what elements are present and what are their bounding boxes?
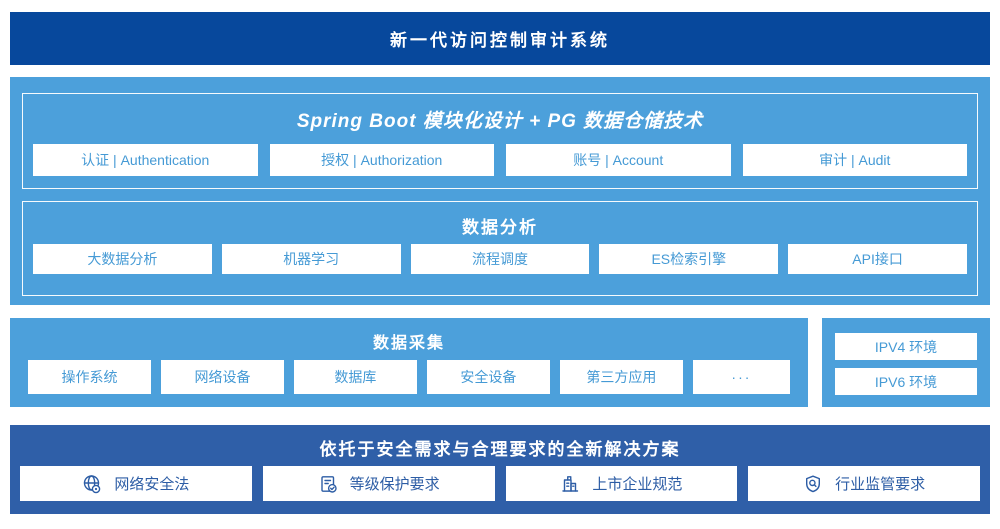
solution-box-cybersecurity-law: 网络安全法 [20, 466, 252, 501]
collection-box-security-device: 安全设备 [426, 360, 550, 394]
data-collection-section: 数据采集 操作系统 网络设备 数据库 安全设备 第三方应用 ··· [10, 318, 808, 407]
solution-title: 依托于安全需求与合理要求的全新解决方案 [319, 440, 681, 459]
springboot-group-title: Spring Boot 模块化设计 + PG 数据仓储技术 [296, 111, 704, 132]
solution-label: 上市企业规范 [592, 476, 683, 493]
springboot-group: Spring Boot 模块化设计 + PG 数据仓储技术 认证 | Authe… [22, 93, 978, 189]
module-box-authentication: 认证 | Authentication [33, 144, 258, 176]
module-box-authorization: 授权 | Authorization [269, 144, 494, 176]
solution-label: 行业监管要求 [835, 476, 926, 493]
data-analysis-group: 数据分析 大数据分析 机器学习 流程调度 ES检索引擎 API接口 [22, 201, 978, 296]
document-check-icon [318, 474, 338, 494]
collection-row: 操作系统 网络设备 数据库 安全设备 第三方应用 ··· [28, 360, 790, 394]
solution-section: 依托于安全需求与合理要求的全新解决方案 网络安全法 [10, 425, 990, 514]
analysis-box-bigdata: 大数据分析 [33, 244, 212, 274]
module-row: 认证 | Authentication 授权 | Authorization 账… [33, 144, 967, 176]
solution-box-listed-company: 上市企业规范 [505, 466, 738, 501]
banner: 新一代访问控制审计系统 [10, 12, 990, 65]
globe-location-icon [82, 474, 102, 494]
collection-box-database: 数据库 [293, 360, 417, 394]
solution-row: 网络安全法 等级保护要求 [20, 466, 980, 501]
solution-label: 网络安全法 [114, 476, 190, 493]
analysis-row: 大数据分析 机器学习 流程调度 ES检索引擎 API接口 [33, 244, 967, 274]
shield-search-icon [803, 474, 823, 494]
ipv6-env-box: IPV6 环境 [835, 368, 977, 395]
solution-box-classified-protection: 等级保护要求 [262, 466, 495, 501]
analysis-box-es: ES检索引擎 [599, 244, 779, 274]
collection-box-thirdparty-app: 第三方应用 [559, 360, 683, 394]
analysis-box-api: API接口 [788, 244, 967, 274]
ipv4-env-box: IPV4 环境 [835, 333, 977, 360]
data-analysis-title: 数据分析 [462, 218, 538, 237]
collection-box-network-device: 网络设备 [160, 360, 284, 394]
analysis-box-workflow: 流程调度 [410, 244, 590, 274]
platform-section: Spring Boot 模块化设计 + PG 数据仓储技术 认证 | Authe… [10, 77, 990, 305]
solution-label: 等级保护要求 [349, 476, 440, 493]
module-box-audit: 审计 | Audit [742, 144, 967, 176]
module-box-account: 账号 | Account [506, 144, 731, 176]
building-icon [560, 474, 580, 494]
collection-box-more: ··· [692, 360, 790, 394]
collection-box-os: 操作系统 [28, 360, 151, 394]
ip-environment-panel: IPV4 环境 IPV6 环境 [822, 318, 990, 407]
page-title: 新一代访问控制审计系统 [390, 31, 610, 50]
solution-box-industry-regulation: 行业监管要求 [748, 466, 980, 501]
analysis-box-ml: 机器学习 [221, 244, 401, 274]
data-collection-title: 数据采集 [372, 335, 445, 352]
